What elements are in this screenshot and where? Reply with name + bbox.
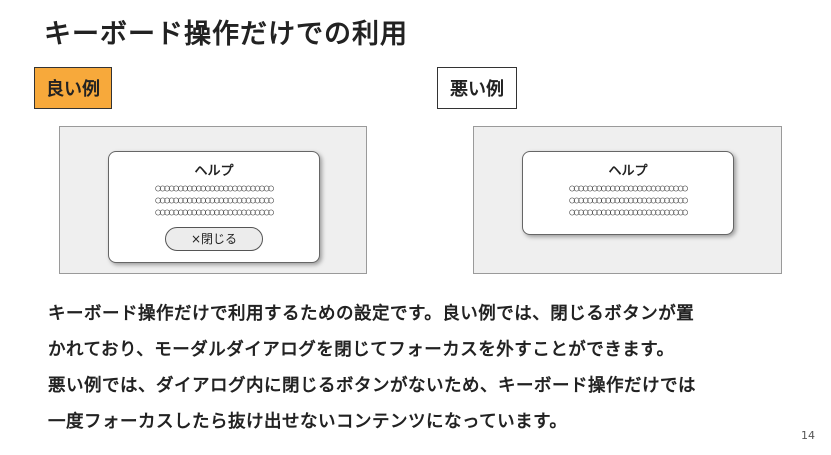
good-dialog-title: ヘルプ bbox=[194, 164, 234, 179]
close-button[interactable]: ×閉じる bbox=[165, 227, 263, 251]
good-help-dialog: ヘルプ ○○○○○○○○○○○○○○○○○○○○○○○○○○ ○○○○○○○○○… bbox=[108, 151, 320, 263]
description-line: かれており、モーダルダイアログを閉じてフォーカスを外すことができます。 bbox=[48, 340, 675, 360]
bad-dialog-line: ○○○○○○○○○○○○○○○○○○○○○○○○○○ bbox=[569, 207, 688, 218]
good-dialog-line: ○○○○○○○○○○○○○○○○○○○○○○○○○○ bbox=[155, 195, 274, 206]
bad-example-label: 悪い例 bbox=[437, 67, 517, 109]
good-example-label: 良い例 bbox=[34, 67, 112, 109]
bad-dialog-line: ○○○○○○○○○○○○○○○○○○○○○○○○○○ bbox=[569, 183, 688, 194]
bad-dialog-line: ○○○○○○○○○○○○○○○○○○○○○○○○○○ bbox=[569, 195, 688, 206]
description-line: 一度フォーカスしたら抜け出せないコンテンツになっています。 bbox=[48, 412, 568, 432]
bad-help-dialog: ヘルプ ○○○○○○○○○○○○○○○○○○○○○○○○○○ ○○○○○○○○○… bbox=[522, 151, 734, 235]
bad-example-screen: ヘルプ ○○○○○○○○○○○○○○○○○○○○○○○○○○ ○○○○○○○○○… bbox=[473, 126, 782, 274]
good-dialog-body: ○○○○○○○○○○○○○○○○○○○○○○○○○○ ○○○○○○○○○○○○○… bbox=[109, 183, 319, 219]
description-line: キーボード操作だけで利用するための設定です。良い例では、閉じるボタンが置 bbox=[48, 304, 695, 324]
bad-dialog-body: ○○○○○○○○○○○○○○○○○○○○○○○○○○ ○○○○○○○○○○○○○… bbox=[523, 183, 733, 219]
good-dialog-line: ○○○○○○○○○○○○○○○○○○○○○○○○○○ bbox=[155, 183, 274, 194]
bad-dialog-title: ヘルプ bbox=[608, 164, 648, 179]
slide-title: キーボード操作だけでの利用 bbox=[44, 19, 408, 50]
good-example-screen: ヘルプ ○○○○○○○○○○○○○○○○○○○○○○○○○○ ○○○○○○○○○… bbox=[59, 126, 367, 274]
good-dialog-line: ○○○○○○○○○○○○○○○○○○○○○○○○○○ bbox=[155, 207, 274, 218]
slide-description: キーボード操作だけで利用するための設定です。良い例では、閉じるボタンが置 かれて… bbox=[48, 296, 808, 440]
description-line: 悪い例では、ダイアログ内に閉じるボタンがないため、キーボード操作だけでは bbox=[48, 376, 696, 396]
page-number: 14 bbox=[801, 429, 815, 442]
